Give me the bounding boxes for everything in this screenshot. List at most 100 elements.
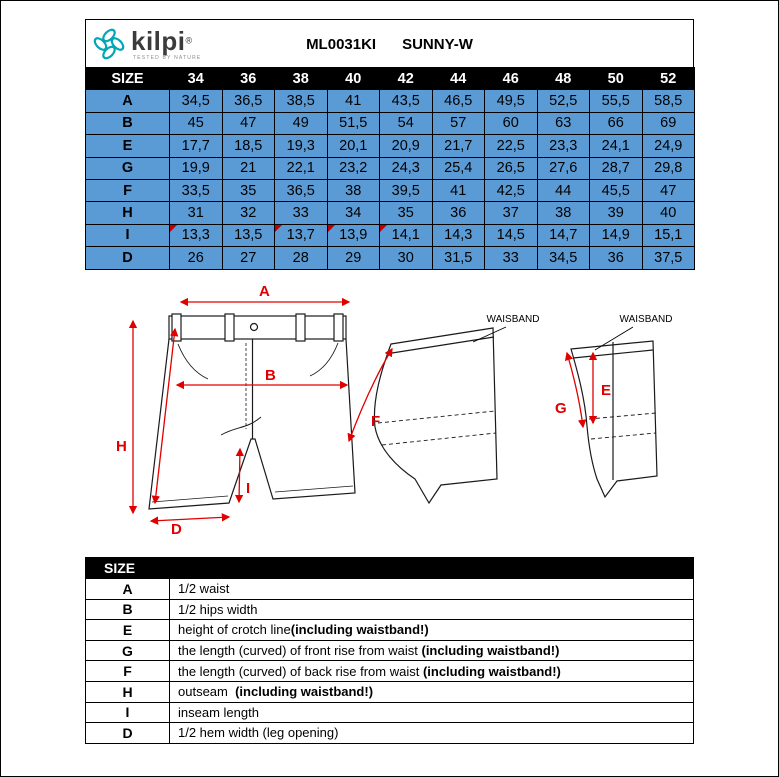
dim-label-e: E xyxy=(601,382,611,399)
size-value-cell: 39,5 xyxy=(379,178,433,203)
brand-name: kilpi xyxy=(131,25,186,56)
size-column-header: 42 xyxy=(379,66,433,91)
brand-logo: kilpi® TESTED BY NATURE xyxy=(92,27,201,61)
size-value-cell: 37 xyxy=(484,201,538,225)
size-value-cell: 41 xyxy=(326,89,380,113)
size-value-cell: 23,2 xyxy=(326,156,380,180)
size-value-cell: 24,1 xyxy=(589,134,643,158)
size-value-cell: 51,5 xyxy=(326,111,380,136)
size-value-cell: 25,4 xyxy=(431,156,485,180)
size-corner-header: SIZE xyxy=(85,66,170,91)
size-value-cell: 26 xyxy=(169,246,223,270)
size-value-cell: 60 xyxy=(484,111,538,136)
size-value-cell: 47 xyxy=(221,111,275,136)
legend-description-text: the length (curved) of front rise from w… xyxy=(178,643,422,659)
size-column-header: 44 xyxy=(431,66,485,91)
waistband-button xyxy=(249,322,259,332)
size-value-cell: 58,5 xyxy=(641,89,695,113)
size-value-cell: 34,5 xyxy=(536,246,590,270)
legend-description: the length (curved) of front rise from w… xyxy=(169,639,694,662)
size-value-cell: 37,5 xyxy=(641,246,695,270)
legend-description-bold: (including waistband!) xyxy=(235,684,374,700)
legend-description-text: 1/2 hem width (leg opening) xyxy=(178,725,339,741)
measure-label: A xyxy=(85,89,170,113)
registered-mark: ® xyxy=(185,35,193,46)
size-value-cell: 13,3 xyxy=(169,223,223,248)
size-column-header: 46 xyxy=(484,66,538,91)
waistband-label-front: WAISBAND xyxy=(620,314,673,325)
size-value-cell: 39 xyxy=(589,201,643,225)
chart-header: kilpi® TESTED BY NATURE ML0031KI SUNNY-W xyxy=(85,19,694,68)
size-value-cell: 24,3 xyxy=(379,156,433,180)
product-name: SUNNY-W xyxy=(402,35,473,53)
size-value-cell: 20,1 xyxy=(326,134,380,158)
size-value-cell: 36 xyxy=(589,246,643,270)
size-value-cell: 34 xyxy=(326,201,380,225)
front-rise-drawing xyxy=(570,340,658,499)
size-value-cell: 49 xyxy=(274,111,328,136)
size-value-cell: 36 xyxy=(431,201,485,225)
size-value-cell: 13,9 xyxy=(326,223,380,248)
brand-text-block: kilpi® TESTED BY NATURE xyxy=(131,28,201,61)
product-code: ML0031KI xyxy=(306,35,377,53)
waistband-label-back: WAISBAND xyxy=(487,314,540,325)
legend-measure-label: I xyxy=(85,701,170,724)
legend-description: inseam length xyxy=(169,701,694,724)
size-value-cell: 24,9 xyxy=(641,134,695,158)
size-value-cell: 21 xyxy=(221,156,275,180)
legend-header-row: SIZE xyxy=(85,557,694,579)
size-column-header: 40 xyxy=(326,66,380,91)
size-value-cell: 34,5 xyxy=(169,89,223,113)
size-value-cell: 63 xyxy=(536,111,590,136)
size-column-header: 34 xyxy=(169,66,223,91)
size-value-cell: 55,5 xyxy=(589,89,643,113)
dim-label-g: G xyxy=(555,400,567,417)
size-value-cell: 23,3 xyxy=(536,134,590,158)
size-value-cell: 52,5 xyxy=(536,89,590,113)
legend-description-text: outseam xyxy=(178,684,236,700)
legend-description-text: height of crotch line xyxy=(178,622,291,638)
size-value-cell: 17,7 xyxy=(169,134,223,158)
legend-measure-label: A xyxy=(85,578,170,600)
legend-description-text: 1/2 hips width xyxy=(178,601,258,617)
legend-description-text: the length (curved) of back rise from wa… xyxy=(178,663,423,679)
size-value-cell: 36,5 xyxy=(221,89,275,113)
legend-description: outseam (including waistband!) xyxy=(169,680,694,703)
kilpi-knot-icon xyxy=(93,28,125,60)
dim-label-h: H xyxy=(116,438,127,455)
size-value-cell: 57 xyxy=(431,111,485,136)
size-column-header: 52 xyxy=(641,66,695,91)
measure-label: I xyxy=(85,223,170,248)
size-value-cell: 31 xyxy=(169,201,223,225)
size-value-cell: 22,1 xyxy=(274,156,328,180)
shorts-front-drawing xyxy=(148,313,356,510)
legend-description-bold: (including waistband!) xyxy=(421,643,560,659)
size-value-cell: 38 xyxy=(536,201,590,225)
legend-measure-label: F xyxy=(85,660,170,682)
legend-description: height of crotch line(including waistban… xyxy=(169,619,694,641)
size-value-cell: 28,7 xyxy=(589,156,643,180)
size-value-cell: 26,5 xyxy=(484,156,538,180)
legend-description-bold: (including waistband!) xyxy=(290,622,429,638)
measure-label: F xyxy=(85,178,170,203)
measure-label: E xyxy=(85,134,170,158)
size-value-cell: 47 xyxy=(641,178,695,203)
legend-header: SIZE xyxy=(85,557,694,579)
size-value-cell: 40 xyxy=(641,201,695,225)
size-value-cell: 30 xyxy=(379,246,433,270)
size-value-cell: 14,5 xyxy=(484,223,538,248)
size-value-cell: 22,5 xyxy=(484,134,538,158)
size-value-cell: 42,5 xyxy=(484,178,538,203)
size-value-cell: 36,5 xyxy=(274,178,328,203)
measure-label: G xyxy=(85,156,170,180)
